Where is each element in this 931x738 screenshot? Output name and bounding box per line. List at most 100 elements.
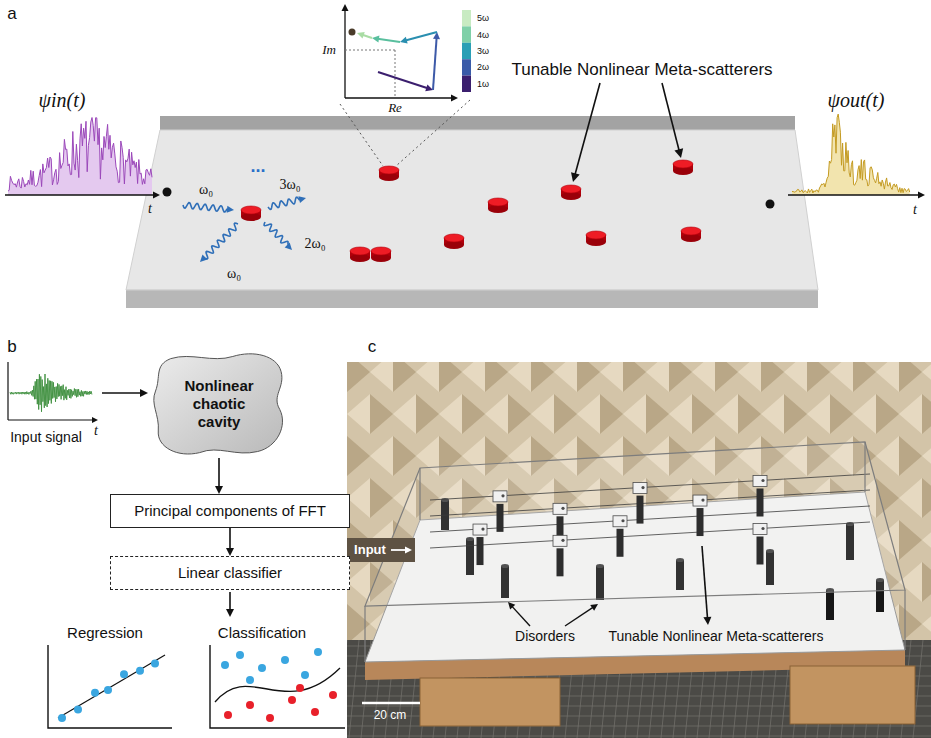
input-waveform-fill bbox=[8, 118, 152, 195]
frequency-label: ω₀ bbox=[199, 182, 213, 198]
phasor-origin bbox=[349, 29, 356, 36]
callout-label: Tunable Nonlinear Meta-scatterers bbox=[511, 60, 772, 80]
class-point bbox=[311, 708, 319, 716]
foam-wedge bbox=[416, 394, 439, 434]
arrowhead bbox=[140, 389, 148, 397]
foam-wedge bbox=[347, 394, 370, 434]
foam-wedge bbox=[922, 562, 931, 602]
colorbar-segment bbox=[462, 76, 471, 92]
axis-line bbox=[7, 362, 8, 420]
regression-line bbox=[58, 655, 165, 718]
foam-wedge bbox=[807, 394, 830, 434]
foam-wedge bbox=[393, 436, 416, 476]
class-point bbox=[246, 701, 254, 709]
foam-wedge bbox=[830, 394, 853, 434]
foam-wedge bbox=[462, 394, 485, 434]
frame-corner bbox=[347, 538, 415, 562]
foam-wedge bbox=[416, 362, 439, 392]
axis-label: t bbox=[148, 201, 152, 217]
arrowhead bbox=[508, 602, 515, 610]
wave-arrow bbox=[204, 223, 238, 259]
arrowhead bbox=[153, 192, 160, 199]
arrowhead bbox=[405, 547, 412, 554]
panel-letter: a bbox=[7, 4, 16, 24]
arrowhead bbox=[227, 206, 234, 213]
ellipsis-mark: ... bbox=[250, 156, 265, 177]
arrowhead bbox=[425, 84, 433, 91]
foam-wedge bbox=[761, 362, 784, 392]
scatterer-top bbox=[371, 247, 391, 255]
output-label: Classification bbox=[218, 624, 306, 641]
foam-wedge bbox=[462, 362, 485, 392]
foam-wedge bbox=[554, 362, 577, 392]
arrow-line bbox=[345, 97, 452, 98]
chart-axes bbox=[48, 645, 172, 728]
arrowhead bbox=[298, 196, 306, 203]
foam-wedge bbox=[853, 362, 876, 392]
colorbar-label: 3ω bbox=[477, 46, 489, 56]
phasor-inset bbox=[342, 4, 472, 102]
colorbar-segment bbox=[462, 43, 471, 59]
foam-wedge bbox=[646, 362, 669, 392]
colorbar-segment bbox=[462, 10, 471, 26]
foam-wedge bbox=[784, 394, 807, 434]
foam-wedge bbox=[531, 394, 554, 434]
source-dot bbox=[163, 188, 172, 197]
disorder-rod bbox=[826, 590, 834, 620]
foam-wedge bbox=[347, 362, 370, 392]
arrow-line bbox=[362, 35, 372, 38]
foam-wedge bbox=[715, 394, 738, 434]
arrowhead bbox=[226, 548, 234, 556]
foam-wedge bbox=[623, 394, 646, 434]
foam-wedge bbox=[830, 362, 853, 392]
class-point bbox=[221, 661, 229, 669]
foam-wedge bbox=[623, 362, 646, 392]
foam-wedge bbox=[646, 394, 669, 434]
class-point bbox=[288, 696, 296, 704]
foam-wedge bbox=[370, 394, 393, 434]
wave-arrow bbox=[268, 197, 301, 209]
connector-line bbox=[218, 458, 220, 488]
photo-label: Input bbox=[354, 543, 386, 558]
arrow-line bbox=[102, 392, 142, 394]
foam-wedge bbox=[439, 394, 462, 434]
foam-wedge bbox=[761, 394, 784, 434]
arrow-line bbox=[788, 194, 919, 196]
scatterer-top bbox=[379, 166, 399, 174]
arrowhead bbox=[918, 192, 925, 199]
wave-arrow bbox=[183, 203, 229, 212]
foam-wedge bbox=[508, 394, 531, 434]
foam-wedge bbox=[485, 394, 508, 434]
foam-wedge bbox=[600, 394, 623, 434]
foam-wedge bbox=[692, 394, 715, 434]
axis-label: t bbox=[913, 202, 917, 218]
foam-wedge bbox=[876, 436, 899, 476]
input-signal-waveform bbox=[10, 374, 92, 412]
arrowhead bbox=[215, 486, 223, 494]
arrow-line bbox=[8, 419, 93, 420]
rail-edge bbox=[126, 290, 818, 291]
scatterer-top bbox=[241, 206, 261, 214]
scale-label: 20 cm bbox=[374, 709, 407, 723]
arrow-line bbox=[378, 72, 428, 88]
foam-wedge bbox=[439, 362, 462, 392]
scatterer-top bbox=[350, 247, 370, 255]
foam-wedge bbox=[393, 362, 416, 392]
colorbar-label: 5ω bbox=[477, 13, 489, 23]
foam-wedge bbox=[738, 362, 761, 392]
connector bbox=[226, 528, 234, 556]
receiver-dot bbox=[766, 200, 775, 209]
connector bbox=[215, 458, 223, 494]
foam-wedge bbox=[899, 520, 922, 560]
arrow-line bbox=[512, 606, 530, 626]
arrowhead bbox=[400, 37, 408, 44]
class-point bbox=[329, 691, 337, 699]
arrowhead bbox=[372, 36, 379, 43]
arrowhead bbox=[590, 604, 598, 611]
colorbar-label: 2ω bbox=[477, 62, 489, 72]
output-waveform bbox=[792, 114, 910, 193]
data-point bbox=[136, 667, 144, 675]
foam-wedge bbox=[554, 394, 577, 434]
axis-label: t bbox=[94, 423, 98, 439]
